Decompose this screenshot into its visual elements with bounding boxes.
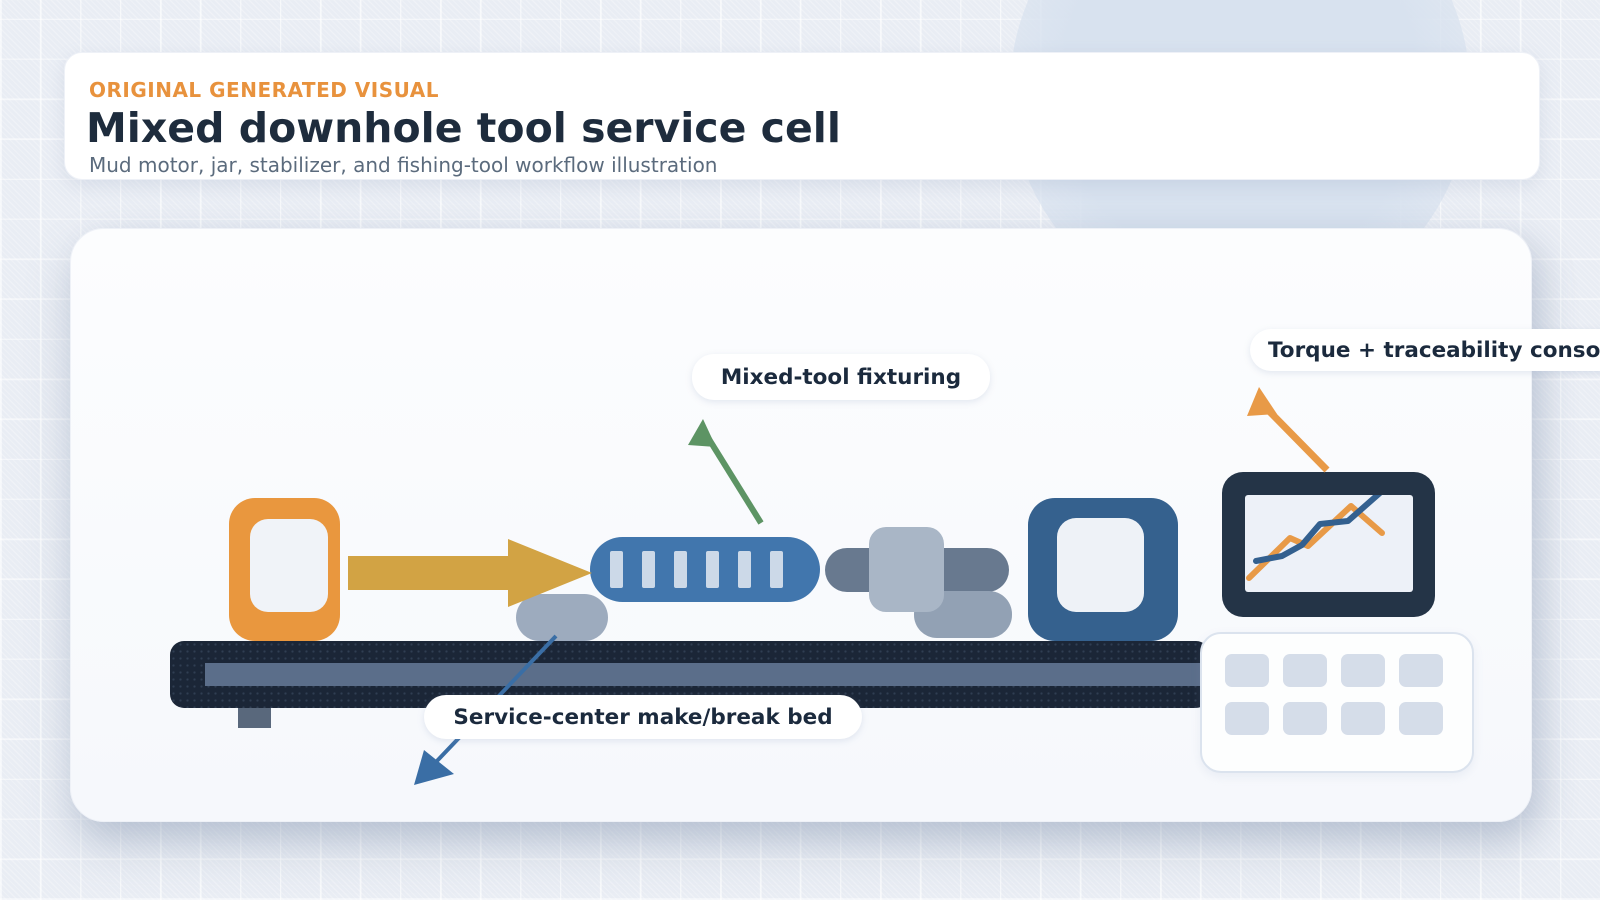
keypad-key bbox=[1283, 654, 1327, 687]
page-subtitle: Mud motor, jar, stabilizer, and fishing-… bbox=[89, 153, 718, 177]
monitor-screen bbox=[1245, 495, 1413, 592]
fixture-slot bbox=[738, 551, 751, 588]
fixture-pad-capsule bbox=[516, 594, 608, 641]
keypad-key bbox=[1399, 654, 1443, 687]
fishing-tool-block-face bbox=[1057, 518, 1144, 612]
page-title: Mixed downhole tool service cell bbox=[86, 104, 841, 152]
stabilizer-block bbox=[869, 527, 944, 612]
keypad-key bbox=[1341, 702, 1385, 735]
fixture-slot bbox=[674, 551, 687, 588]
keypad-key bbox=[1225, 702, 1269, 735]
eyebrow-label: ORIGINAL GENERATED VISUAL bbox=[89, 78, 439, 102]
fixturing-callout-label: Mixed-tool fixturing bbox=[692, 354, 990, 400]
fishing-tool-block bbox=[1028, 498, 1178, 641]
mud-motor-block-face bbox=[250, 519, 328, 612]
fixture-slot bbox=[610, 551, 623, 588]
bed-rail-stripe bbox=[205, 663, 1210, 686]
operator-keypad bbox=[1200, 632, 1474, 773]
bed-callout-label: Service-center make/break bed bbox=[424, 695, 862, 739]
torque-trace-orange bbox=[1246, 503, 1385, 581]
console-callout-text: Torque + traceability console bbox=[1268, 337, 1600, 363]
keypad-key bbox=[1399, 702, 1443, 735]
header-card bbox=[64, 52, 1540, 180]
bed-callout-text: Service-center make/break bed bbox=[453, 704, 833, 730]
fixture-slot bbox=[770, 551, 783, 588]
torque-trace-blue bbox=[1253, 495, 1383, 564]
mud-motor-block bbox=[229, 498, 340, 641]
keypad-key bbox=[1283, 702, 1327, 735]
keypad-key bbox=[1341, 654, 1385, 687]
bed-foot bbox=[238, 708, 271, 728]
torque-trend-chart bbox=[1246, 495, 1385, 581]
console-callout-label: Torque + traceability console bbox=[1250, 329, 1600, 371]
mixed-tool-fixture bbox=[590, 537, 820, 602]
fixture-slot bbox=[642, 551, 655, 588]
fixturing-callout-text: Mixed-tool fixturing bbox=[720, 364, 962, 390]
fixture-slot bbox=[706, 551, 719, 588]
keypad-key bbox=[1225, 654, 1269, 687]
